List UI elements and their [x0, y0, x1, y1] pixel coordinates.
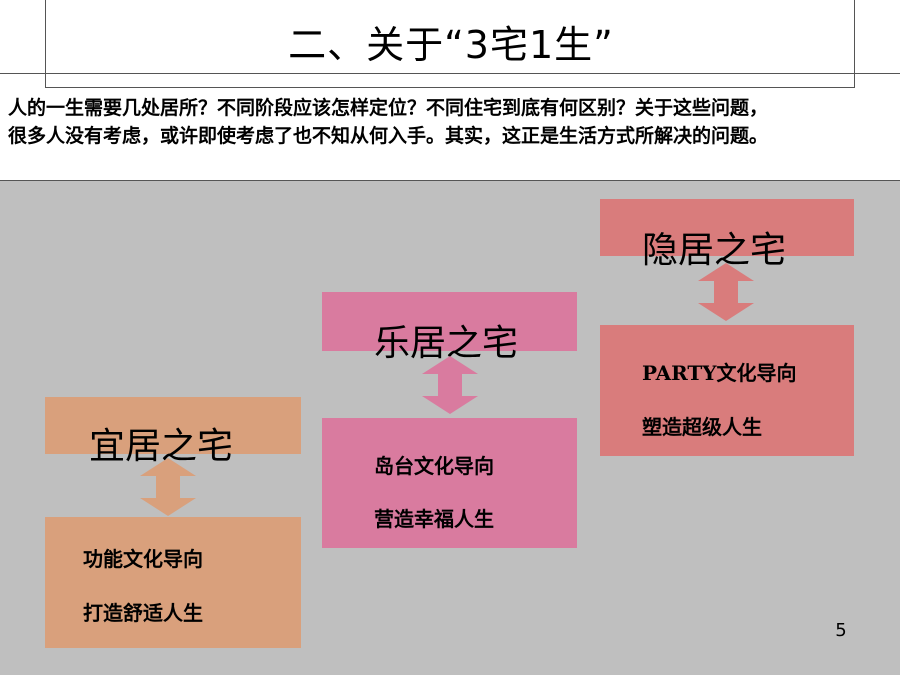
title-box: 二、关于“3宅1生”: [45, 0, 855, 88]
yinju-double-arrow: [698, 263, 754, 321]
yiju-heading: 宜居之宅: [89, 426, 234, 467]
header-rule: [0, 73, 900, 74]
yiju-item-1: 功能文化导向: [83, 547, 203, 571]
leju-item-1: 岛台文化导向: [374, 454, 494, 478]
leju-double-arrow: [422, 356, 478, 414]
yiju-heading-box: 宜居之宅: [45, 397, 301, 467]
leju-heading-box: 乐居之宅: [322, 292, 577, 364]
leju-detail-box: 岛台文化导向 营造幸福人生: [322, 418, 577, 548]
yinju-item-2: 塑造超级人生: [642, 415, 762, 439]
yiju-item-2: 打造舒适人生: [83, 601, 203, 625]
intro-line-2: 很多人没有考虑，或许即使考虑了也不知从何入手。其实，这正是生活方式所解决的问题。: [8, 125, 769, 147]
yiju-detail-box: 功能文化导向 打造舒适人生: [45, 517, 301, 648]
content-rule: [0, 180, 900, 181]
leju-item-2: 营造幸福人生: [374, 507, 494, 531]
yinju-heading: 隐居之宅: [642, 230, 787, 271]
intro-paragraph: 人的一生需要几处居所？不同阶段应该怎样定位？不同住宅到底有何区别？关于这些问题，…: [8, 94, 900, 150]
yinju-heading-box: 隐居之宅: [600, 199, 854, 271]
yinju-item-1: PARTY文化导向: [642, 361, 797, 385]
leju-heading: 乐居之宅: [374, 323, 519, 364]
yiju-double-arrow: [140, 458, 196, 516]
page-number: 5: [835, 620, 847, 641]
yinju-detail-box: PARTY文化导向 塑造超级人生: [600, 325, 854, 456]
intro-line-1: 人的一生需要几处居所？不同阶段应该怎样定位？不同住宅到底有何区别？关于这些问题，: [8, 97, 769, 119]
page-title: 二、关于“3宅1生”: [288, 23, 614, 67]
